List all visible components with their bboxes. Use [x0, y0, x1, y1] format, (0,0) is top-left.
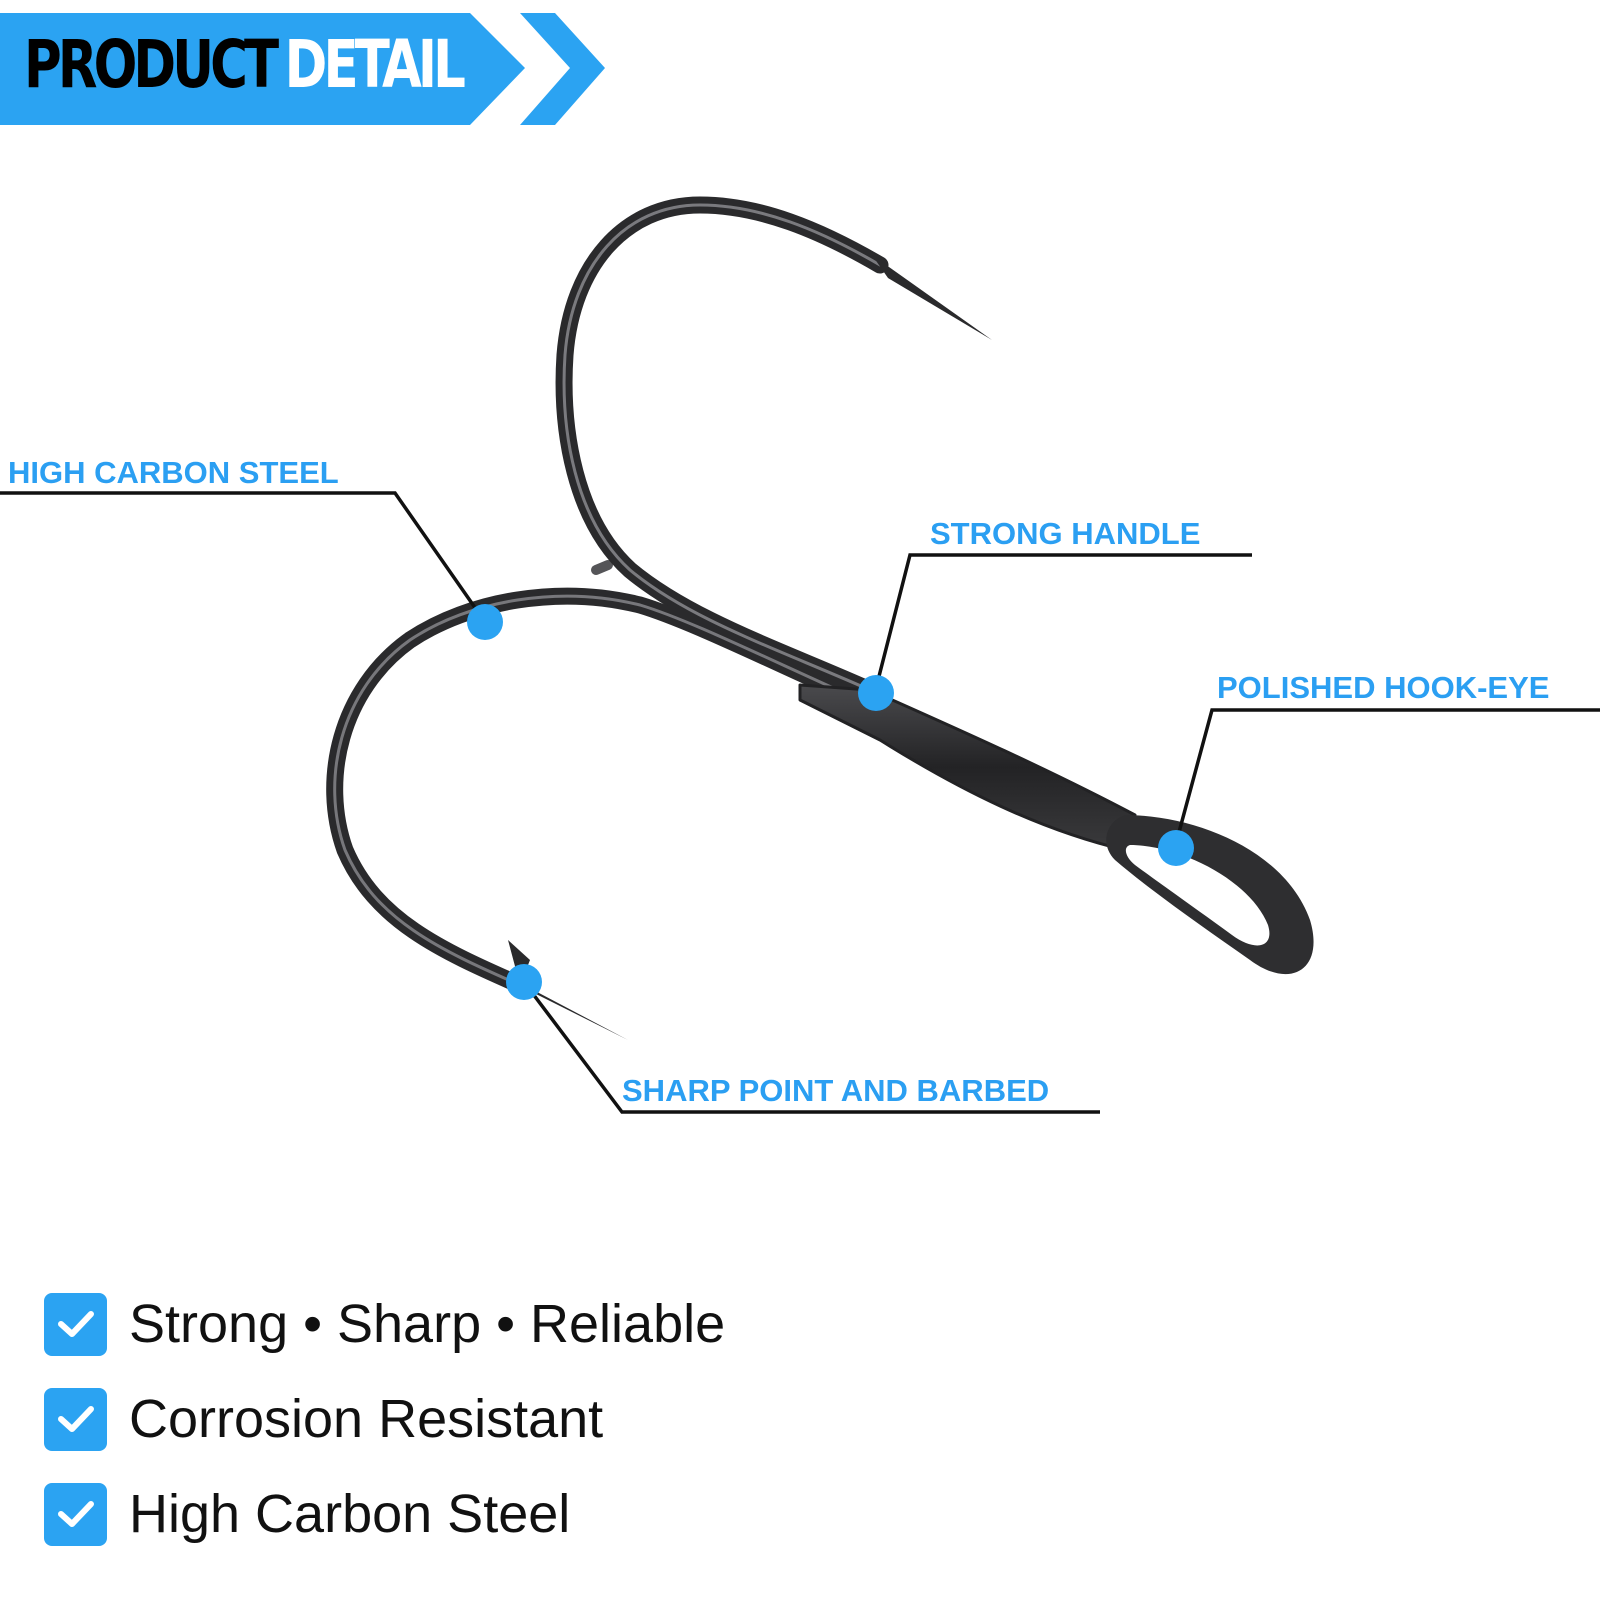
list-item: High Carbon Steel [44, 1482, 725, 1546]
feature-label: Corrosion Resistant [129, 1389, 604, 1449]
callout-markers [467, 604, 1194, 1000]
callout-strong-handle: STRONG HANDLE [930, 516, 1201, 551]
leader-strong-handle [873, 553, 1252, 693]
marker-high-carbon-steel [467, 604, 503, 640]
leader-high-carbon-steel [0, 491, 487, 624]
list-item: Corrosion Resistant [44, 1387, 725, 1451]
feature-label: High Carbon Steel [129, 1484, 571, 1544]
hook-shank [798, 683, 1137, 852]
hook-body [326, 196, 1314, 1040]
header-banner [0, 13, 605, 125]
checkbox-icon [44, 1292, 107, 1356]
title-word-detail: DETAIL [284, 26, 466, 103]
marker-sharp-point [506, 964, 542, 1000]
feature-list: Strong • Sharp • Reliable Corrosion Resi… [44, 1292, 725, 1577]
banner-chevron-icon [520, 13, 605, 125]
banner-shape [0, 13, 525, 125]
feature-label: Strong • Sharp • Reliable [129, 1294, 726, 1354]
marker-strong-handle [858, 675, 894, 711]
marker-polished-hook-eye [1158, 830, 1194, 866]
leader-polished-hook-eye [1173, 708, 1600, 848]
leader-sharp-point [522, 980, 1100, 1114]
hook-back-prong [591, 560, 613, 575]
checkbox-icon [44, 1387, 107, 1451]
callout-high-carbon-steel: HIGH CARBON STEEL [8, 455, 339, 490]
checkbox-icon [44, 1482, 107, 1546]
hook-lower-highlight [333, 594, 862, 987]
hook-upper-prong [555, 196, 889, 699]
leader-lines [0, 491, 1600, 1114]
hook-eye-hole [1125, 845, 1270, 946]
checkmark-icon [57, 1406, 94, 1432]
checkmark-icon [57, 1311, 94, 1337]
list-item: Strong • Sharp • Reliable [44, 1292, 725, 1356]
hook-upper-point [872, 255, 992, 340]
callout-sharp-point: SHARP POINT AND BARBED [622, 1073, 1050, 1108]
title-word-product: PRODUCT [24, 26, 279, 103]
callout-polished-hook-eye: POLISHED HOOK-EYE [1217, 670, 1550, 705]
hook-upper-highlight [562, 203, 882, 692]
checkmark-icon [57, 1501, 94, 1527]
